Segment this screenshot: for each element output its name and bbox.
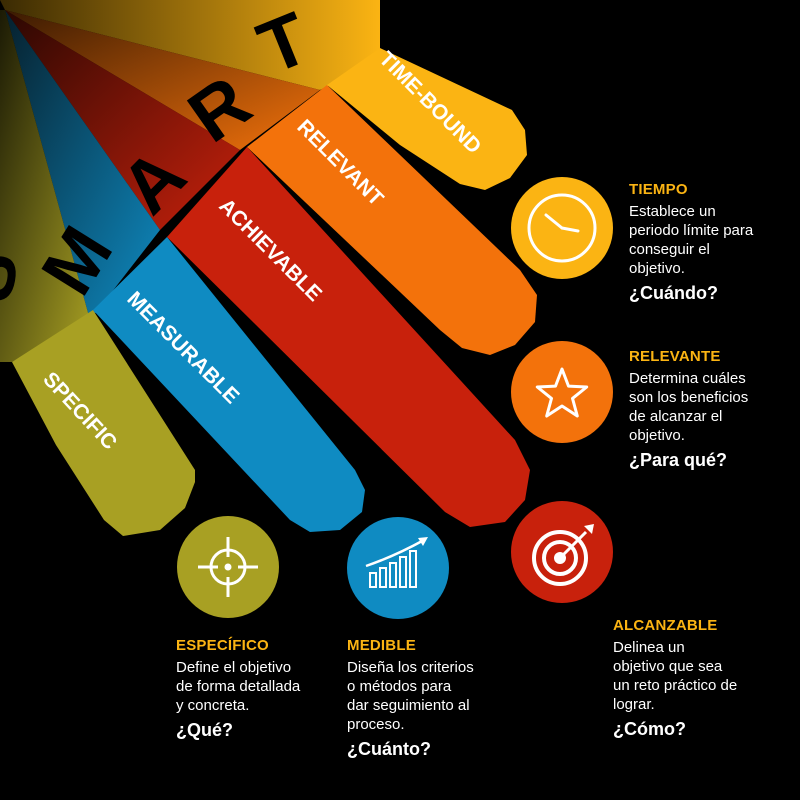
info-desc-alcanzable: Delinea un objetivo que sea un reto prác… [613, 638, 793, 714]
info-line: Determina cuáles [629, 370, 746, 387]
info-heading-alcanzable: ALCANZABLE [613, 617, 718, 634]
fan-wedge-measurable [5, 10, 160, 320]
band-measurable [93, 237, 365, 532]
info-question-alcanzable: ¿Cómo? [613, 719, 686, 739]
fan-wedge-relevant [5, 10, 320, 150]
info-heading-especifico: ESPECÍFICO [176, 637, 269, 654]
fan-wedge-specific [0, 10, 90, 362]
info-question-tiempo: ¿Cuándo? [629, 283, 718, 303]
band-time-bound [327, 48, 527, 190]
info-desc-tiempo: Establece un periodo límite para consegu… [629, 202, 799, 278]
band-achievable [167, 147, 530, 527]
bar-growth-icon [347, 517, 449, 619]
info-desc-relevante: Determina cuáles son los beneficios de a… [629, 369, 799, 445]
info-heading-relevante: RELEVANTE [629, 348, 721, 365]
info-heading-medible: MEDIBLE [347, 637, 416, 654]
info-line: periodo límite para [629, 222, 754, 239]
info-line: Define el objetivo [176, 659, 292, 676]
info-line: Establece un [629, 203, 716, 220]
crosshair-icon [177, 516, 279, 618]
info-line: de forma detallada [176, 678, 301, 695]
info-question-especifico: ¿Qué? [176, 720, 233, 740]
info-line: un reto práctico de [613, 677, 738, 694]
info-line: proceso. [347, 716, 405, 733]
info-especifico: ESPECÍFICO Define el objetivo de forma d… [176, 637, 346, 741]
band-specific [12, 310, 195, 536]
info-line: objetivo. [629, 427, 685, 444]
clock-icon [511, 177, 613, 279]
info-line: o métodos para [347, 678, 452, 695]
info-line: de alcanzar el [629, 408, 723, 425]
band-relevant [247, 85, 537, 355]
info-line: lograr. [613, 696, 655, 713]
info-tiempo: TIEMPO Establece un periodo límite para … [629, 181, 799, 304]
star-icon [511, 341, 613, 443]
info-line: Diseña los criterios [347, 659, 474, 676]
info-line: conseguir el [629, 241, 710, 258]
fan-wedge-time-bound [0, 0, 380, 90]
fan-wedge-achievable [5, 10, 240, 230]
info-desc-medible: Diseña los criterios o métodos para dar … [347, 658, 527, 734]
info-line: dar seguimiento al [347, 697, 470, 714]
info-question-relevante: ¿Para qué? [629, 450, 728, 470]
target-arrow-icon [511, 501, 613, 603]
info-question-medible: ¿Cuánto? [347, 739, 431, 759]
info-relevante: RELEVANTE Determina cuáles son los benef… [629, 348, 799, 471]
info-line: objetivo que sea [613, 658, 723, 675]
info-line: Delinea un [613, 639, 685, 656]
info-medible: MEDIBLE Diseña los criterios o métodos p… [347, 637, 527, 760]
info-line: son los beneficios [629, 389, 749, 406]
info-line: objetivo. [629, 260, 685, 277]
info-desc-especifico: Define el objetivo de forma detallada y … [176, 658, 346, 715]
info-heading-tiempo: TIEMPO [629, 181, 688, 198]
info-alcanzable: ALCANZABLE Delinea un objetivo que sea u… [613, 617, 793, 740]
info-line: y concreta. [176, 697, 250, 714]
